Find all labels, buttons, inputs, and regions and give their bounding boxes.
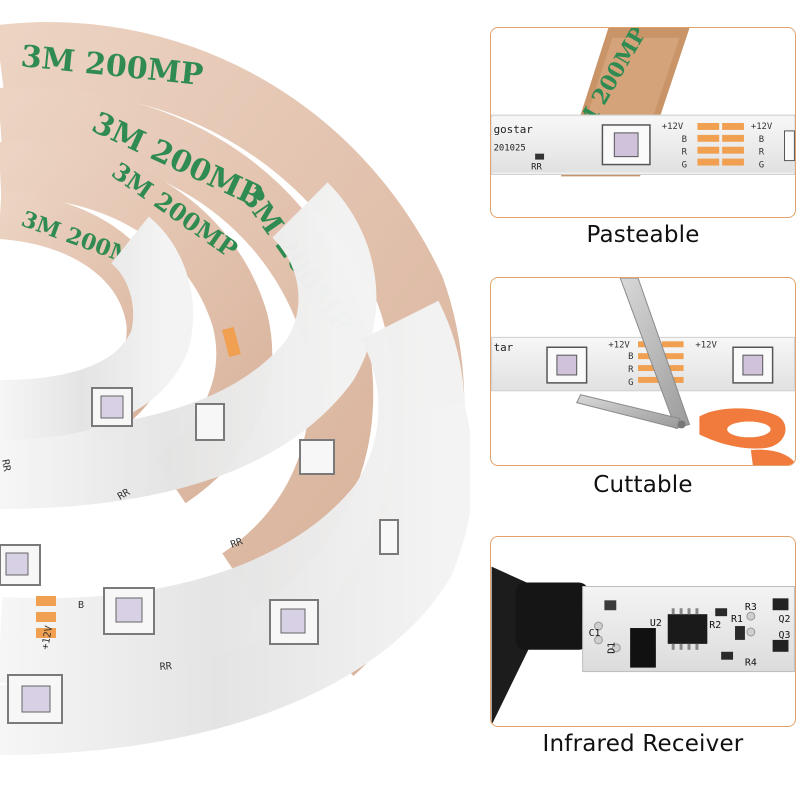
strip-resistor-mark: RR (0, 459, 12, 474)
strip-pad-label: +12V (662, 122, 684, 132)
infrared-receiver-image: R3 Q2 Q3 R4 R2 R1 U2 C1 D1 (491, 566, 795, 726)
infrared-receiver-panel: R3 Q2 Q3 R4 R2 R1 U2 C1 D1 (490, 536, 796, 727)
strip-brand: gostar (494, 123, 534, 136)
pcb-label-d1: D1 (606, 642, 617, 654)
pcb-label-r3: R3 (745, 602, 757, 613)
pcb-label-q3: Q3 (779, 630, 791, 641)
infrared-receiver-caption: Infrared Receiver (542, 731, 744, 757)
pcb-label-r4: R4 (745, 658, 757, 669)
strip-pad-label: +12V (40, 625, 55, 651)
silicone-strip (0, 182, 470, 755)
strip-pad-label: B (759, 135, 764, 145)
led-chips (0, 387, 399, 724)
strip-brand: tar (494, 341, 514, 354)
pcb-label-r1: R1 (731, 614, 743, 625)
strip-pad-label: +12V (695, 340, 717, 350)
strip-resistor-mark: RR (531, 163, 542, 173)
strip-resistor-mark: RR (229, 536, 245, 551)
led-strip-coil-image: 3M 200MP 3M 200MP 3M 200MP 3M 200MP 3M 2… (0, 22, 470, 755)
pcb-label-q2: Q2 (779, 614, 791, 625)
strip-lot-code: 201025 (494, 144, 526, 154)
strip-pad-label: G (682, 161, 687, 171)
cuttable-image: tar +12V B R G +12V (491, 278, 795, 465)
pcb-label-u2: U2 (650, 618, 662, 629)
pasteable-panel: 3M 200MP gostar 201025 RR +12V B R G (490, 27, 796, 218)
pcb-label-c1: C1 (589, 628, 601, 639)
pasteable-caption: Pasteable (586, 222, 700, 248)
strip-pad-label: G (628, 378, 633, 388)
strip-pad-label: R (682, 148, 688, 158)
strip-pad-label: R (759, 148, 765, 158)
pcb-label-r2: R2 (709, 620, 721, 631)
strip-pad-label: B (78, 600, 84, 611)
strip-pad-label: B (628, 352, 633, 362)
strip-pad-label: +12V (608, 340, 630, 350)
scissors-icon (575, 278, 795, 465)
strip-pad-label: B (682, 135, 687, 145)
pasteable-image: 3M 200MP gostar 201025 RR +12V B R G (491, 28, 795, 177)
strip-pad-label: R (628, 365, 634, 375)
strip-resistor-mark: RR (159, 661, 173, 673)
cuttable-panel: tar +12V B R G +12V (490, 277, 796, 466)
copper-pads (36, 326, 241, 638)
strip-pad-label: G (759, 161, 764, 171)
strip-pad-label: +12V (751, 122, 773, 132)
cuttable-caption: Cuttable (593, 472, 693, 498)
